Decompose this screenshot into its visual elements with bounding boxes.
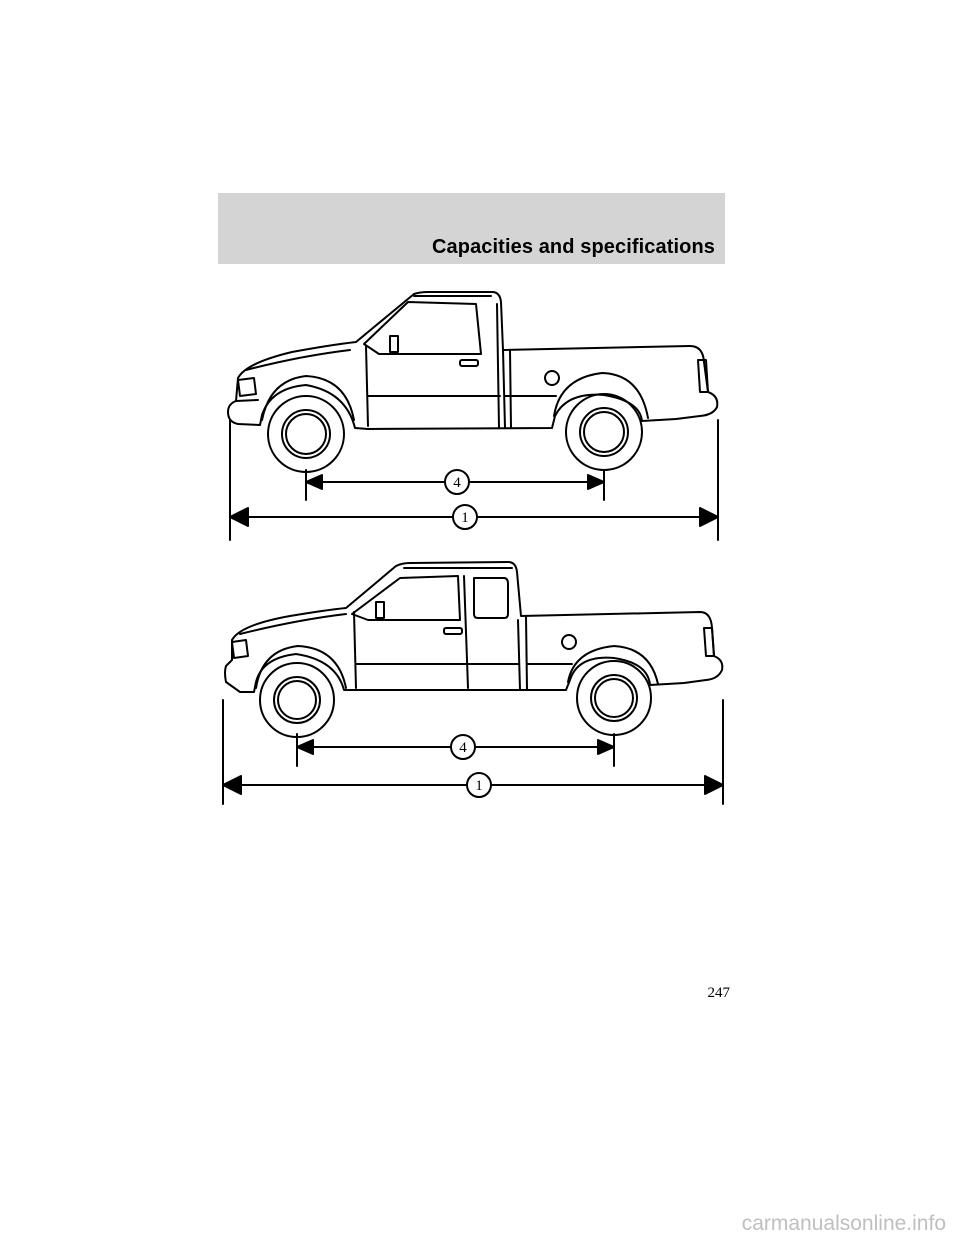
section-title: Capacities and specifications	[432, 236, 715, 258]
section-header-bar: Capacities and specifications	[218, 193, 725, 264]
super-cab-dimension-lines	[222, 699, 724, 805]
super-cab-length-label: 1	[475, 778, 483, 794]
regular-cab-truck-illustration	[227, 291, 719, 473]
watermark-text: carmanualsonline.info	[741, 1212, 946, 1235]
regular-cab-length-label: 1	[461, 510, 469, 526]
super-cab-wheelbase-label: 4	[459, 740, 467, 756]
super-cab-length-callout: 1	[466, 772, 492, 798]
page-number: 247	[707, 985, 731, 1001]
regular-cab-length-callout: 1	[452, 504, 478, 530]
regular-cab-wheelbase-label: 4	[453, 475, 461, 491]
super-cab-wheelbase-callout: 4	[450, 734, 476, 760]
super-cab-truck-illustration	[224, 561, 724, 738]
regular-cab-wheelbase-callout: 4	[444, 469, 470, 495]
regular-cab-dimension-lines	[229, 419, 719, 541]
